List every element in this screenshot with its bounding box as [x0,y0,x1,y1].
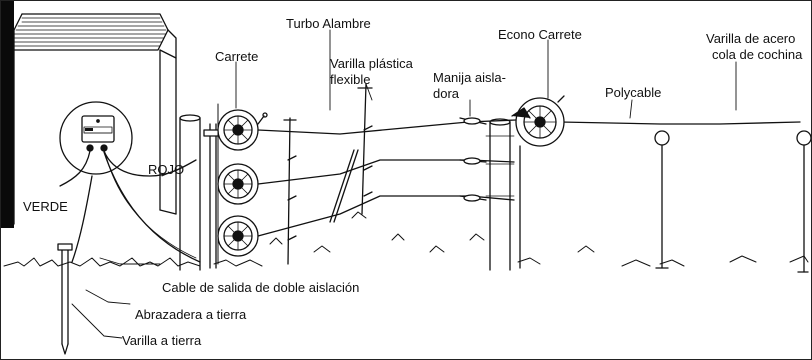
ground-line [3,211,809,267]
econo-reel-icon [511,95,565,269]
step-in-post-left [283,117,297,265]
energizer-icon [59,101,133,175]
label-varilla-tierra: Varilla a tierra [122,333,202,348]
label-carrete: Carrete [215,49,259,64]
label-polycable: Polycable [605,85,662,100]
black-block [0,0,14,228]
pigtail-post-icon [654,130,812,273]
reel-icon [217,103,268,265]
label-econo-carrete: Econo Carrete [498,27,582,42]
step-in-post-middle [329,83,373,223]
house-icon [13,13,177,225]
label-leaders [71,29,737,339]
label-turbo-alambre: Turbo Alambre [286,16,371,31]
label-verde: VERDE [23,199,68,214]
fence-wires [257,119,801,237]
corner-post-right [485,118,515,271]
corner-post-left [179,114,223,271]
label-cable-salida: Cable de salida de doble aislación [162,280,360,295]
insulator-handle-icon [459,117,487,202]
label-rojo: ROJO [148,162,185,177]
label-varilla-plastica-2: flexible [330,72,371,87]
label-varilla-plastica-1: Varilla plástica [330,56,413,71]
label-varilla-acero-1: Varilla de acero [706,31,796,46]
ground-rod-icon [57,243,73,355]
label-manija-2: dora [433,86,460,101]
label-abrazadera: Abrazadera a tierra [135,307,247,322]
label-varilla-acero-2: cola de cochina [712,47,803,62]
label-manija-1: Manija aisla- [433,70,506,85]
